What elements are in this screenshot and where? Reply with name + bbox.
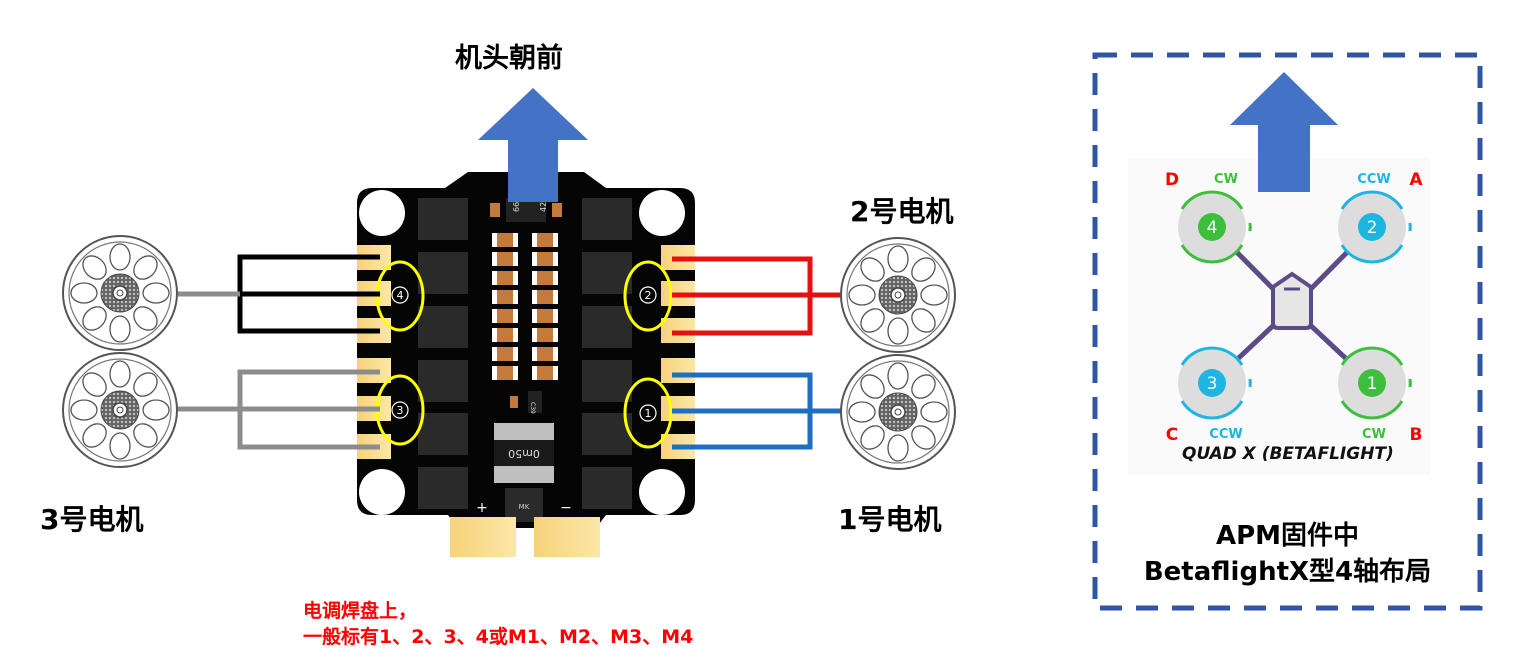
pad-label-3: 3	[391, 401, 409, 419]
quad-motor-number: 1	[1367, 374, 1378, 394]
svg-text:2: 2	[645, 289, 652, 302]
quad-motor-2: 2 CCW A	[1338, 170, 1423, 264]
quad-motor-direction: CCW	[1209, 427, 1242, 442]
pad-note-line1: 电调焊盘上，	[303, 600, 418, 622]
mosfet-column-right	[582, 198, 632, 509]
betaflight-panel-border	[1092, 52, 1483, 611]
quad-motor-number: 4	[1207, 218, 1218, 238]
svg-text:4: 4	[397, 289, 404, 302]
esc-board: 66 422 0m50 C39 MK + −	[357, 172, 695, 557]
quad-motor-direction: CW	[1362, 427, 1386, 442]
mosfet-column-left	[418, 198, 468, 509]
wires-motor-1	[672, 372, 845, 450]
motor-icon	[62, 352, 178, 468]
panel-forward-arrow-icon	[1230, 72, 1338, 192]
flight-controller-body	[1271, 271, 1313, 330]
quad-motor-number: 2	[1367, 218, 1378, 238]
quad-motor-letter: C	[1166, 425, 1178, 445]
quad-motor-1: 1CW B	[1338, 346, 1423, 445]
plus-sign: +	[476, 500, 488, 516]
quad-motor-4: 4 CW D	[1165, 170, 1252, 264]
highlight-ellipse-1	[623, 377, 673, 449]
wires-motor-2	[672, 256, 845, 336]
chip-right-text: 422	[539, 197, 548, 212]
wires-motor-3	[178, 369, 380, 450]
pad-label-4: 4	[391, 286, 409, 304]
resistor-text: 0m50	[508, 447, 540, 460]
chip-left-text: 66	[512, 202, 521, 212]
motor-label-3: 3号电机	[40, 503, 144, 536]
pad-label-1: 1	[639, 404, 657, 422]
quad-caption: QUAD X (BETAFLIGHT)	[1182, 444, 1394, 464]
motor-label-2: 2号电机	[850, 195, 954, 228]
svg-text:3: 3	[397, 404, 404, 417]
motor-icon	[840, 354, 956, 470]
cap-text: C39	[529, 402, 536, 414]
svg-text:1: 1	[645, 407, 652, 420]
capacitor-array	[492, 233, 558, 380]
pad-note-line2: 一般标有1、2、3、4或M1、M2、M3、M4	[303, 626, 694, 648]
quad-motor-direction: CW	[1214, 172, 1238, 187]
pad-note: 电调焊盘上， 一般标有1、2、3、4或M1、M2、M3、M4	[303, 598, 693, 650]
quad-motor-letter: A	[1409, 170, 1423, 190]
forward-arrow-icon	[478, 88, 588, 202]
quad-motor-direction: CCW	[1357, 172, 1390, 187]
mk-chip	[505, 488, 543, 522]
quad-motor-letter: B	[1410, 425, 1423, 445]
motor-icon	[840, 237, 956, 353]
panel-title-line1: APM固件中	[1215, 521, 1360, 551]
mk-text: MK	[519, 503, 530, 511]
heading-label: 机头朝前	[455, 43, 563, 74]
mount-hole	[639, 190, 685, 236]
panel-title-line2: BetaflightX型4轴布局	[1143, 557, 1432, 587]
highlight-ellipse-2	[623, 260, 673, 332]
power-pad-positive	[450, 517, 516, 557]
mount-hole	[359, 469, 405, 515]
quad-motor-number: 3	[1207, 374, 1218, 394]
minus-sign: −	[560, 500, 572, 516]
power-pad-negative	[534, 517, 600, 557]
motor-label-1: 1号电机	[838, 503, 942, 536]
panel-title: APM固件中 BetaflightX型4轴布局	[1100, 518, 1475, 590]
mount-hole	[639, 469, 685, 515]
quad-motor-letter: D	[1165, 170, 1179, 190]
pad-label-2: 2	[639, 286, 657, 304]
motor-icon	[62, 235, 178, 351]
mount-hole	[359, 190, 405, 236]
